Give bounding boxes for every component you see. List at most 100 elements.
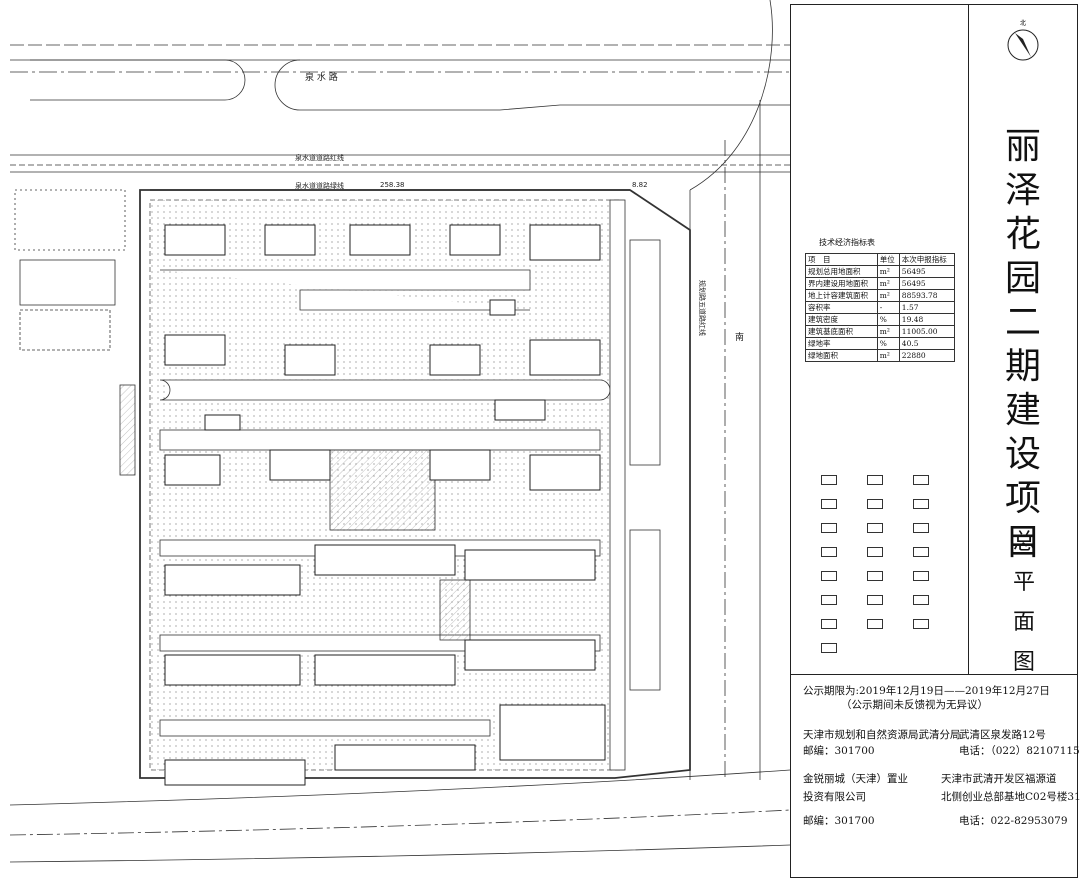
row-unit: %: [876, 337, 900, 350]
drawing-title: 总平面图: [1012, 530, 1035, 675]
dimension-right: 8.82: [632, 181, 648, 189]
building-footprint: [489, 299, 516, 316]
building-footprint: [264, 224, 316, 256]
building-footprint: [429, 344, 481, 376]
row-value: 22880: [898, 349, 956, 362]
building-footprint: [284, 344, 336, 376]
legend-swatch: [913, 571, 929, 581]
row-unit: m²: [876, 349, 900, 362]
building-footprint: [164, 224, 226, 256]
table-caption: 技术经济指标表: [819, 238, 875, 247]
legend-swatch: [913, 619, 929, 629]
building-footprint: [314, 654, 456, 686]
row-unit: m²: [876, 277, 900, 290]
green-line-label: 泉水道道路绿线: [295, 181, 344, 190]
north-arrow-icon: 北: [1007, 19, 1039, 61]
legend-swatch: [867, 523, 883, 533]
developer-name-1: 金锐丽城（天津）置业: [803, 773, 908, 785]
legend: [821, 470, 961, 662]
row-item: 绿地率: [805, 337, 878, 350]
building-footprint: [349, 224, 411, 256]
dimension-top: 258.38: [380, 181, 405, 189]
developer-postcode: 邮编：301700: [803, 815, 875, 827]
legend-swatch: [821, 499, 837, 509]
header-unit: 单位: [876, 253, 900, 266]
legend-swatch: [867, 595, 883, 605]
legend-swatch: [821, 475, 837, 485]
red-line-label: 泉水道道路红线: [295, 153, 344, 162]
developer-name-2: 投资有限公司: [803, 791, 866, 803]
table-row: 容积率-1.57: [805, 301, 956, 314]
row-value: 56495: [898, 265, 956, 278]
legend-swatch: [867, 475, 883, 485]
row-item: 规划总用地面积: [805, 265, 878, 278]
authority-address: 武清区泉发路12号: [959, 729, 1046, 741]
north-label: 北: [1020, 19, 1026, 27]
row-item: 绿地面积: [805, 349, 878, 362]
developer-address-1: 天津市武清开发区福源道: [941, 773, 1057, 785]
authority-phone: 电话：（022）82107115: [959, 745, 1080, 757]
road-name-right: 南: [735, 331, 744, 343]
row-value: 56495: [898, 277, 956, 290]
site-plan-drawing: 泉 水 路 泉水道道路红线 泉水道道路绿线 258.38 8.82 南 规划路五…: [9, 0, 790, 863]
title-block: 北 丽泽花园二期建设项目 总平面图: [968, 4, 1078, 676]
row-item: 容积率: [805, 301, 878, 314]
legend-swatch: [821, 595, 837, 605]
row-item: 建筑密度: [805, 313, 878, 326]
building-footprint: [164, 759, 306, 786]
building-footprint: [529, 224, 601, 261]
row-value: 11005.00: [898, 325, 956, 338]
building-footprint: [314, 544, 456, 576]
building-footprint: [464, 639, 596, 671]
row-unit: %: [876, 313, 900, 326]
legend-swatch: [913, 547, 929, 557]
legend-swatch: [821, 523, 837, 533]
row-item: 地上计容建筑面积: [805, 289, 878, 302]
legend-swatch: [821, 619, 837, 629]
notice-period-note: （公示期间未反馈视为无异议）: [841, 699, 988, 711]
table-row: 建筑密度%19.48: [805, 313, 956, 326]
header-item: 项 目: [805, 253, 878, 266]
notice-period: 公示期限为:2019年12月19日——2019年12月27日: [803, 685, 1050, 697]
legend-swatch: [867, 547, 883, 557]
legend-swatch: [867, 571, 883, 581]
building-footprint: [204, 414, 241, 431]
row-item: 建筑基底面积: [805, 325, 878, 338]
row-unit: -: [876, 301, 900, 314]
building-footprint: [334, 744, 476, 771]
notice-panel: 公示期限为:2019年12月19日——2019年12月27日 （公示期间未反馈视…: [790, 674, 1080, 878]
row-value: 1.57: [898, 301, 956, 314]
row-value: 88593.78: [898, 289, 956, 302]
authority-name: 天津市规划和自然资源局武清分局: [803, 729, 961, 741]
legend-swatch: [867, 619, 883, 629]
row-unit: m²: [876, 325, 900, 338]
building-footprint: [449, 224, 501, 256]
legend-swatch: [913, 475, 929, 485]
legend-swatch: [867, 499, 883, 509]
row-value: 40.5: [898, 337, 956, 350]
building-footprint: [269, 449, 331, 481]
legend-swatch: [913, 595, 929, 605]
legend-swatch: [821, 547, 837, 557]
row-value: 19.48: [898, 313, 956, 326]
table-row: 绿地率%40.5: [805, 337, 956, 350]
building-footprint: [529, 339, 601, 376]
road-right-redline: 规划路五道路红线: [698, 280, 707, 336]
building-footprint: [164, 334, 226, 366]
developer-phone: 电话：022-82953079: [959, 815, 1068, 827]
header-value: 本次申报指标: [898, 253, 956, 266]
building-footprint: [429, 449, 491, 481]
row-item: 界内建设用地面积: [805, 277, 878, 290]
row-unit: m²: [876, 265, 900, 278]
building-footprint: [164, 654, 301, 686]
building-footprint: [164, 564, 301, 596]
building-footprint: [494, 399, 546, 421]
building-footprint: [464, 549, 596, 581]
building-footprint: [499, 704, 606, 761]
